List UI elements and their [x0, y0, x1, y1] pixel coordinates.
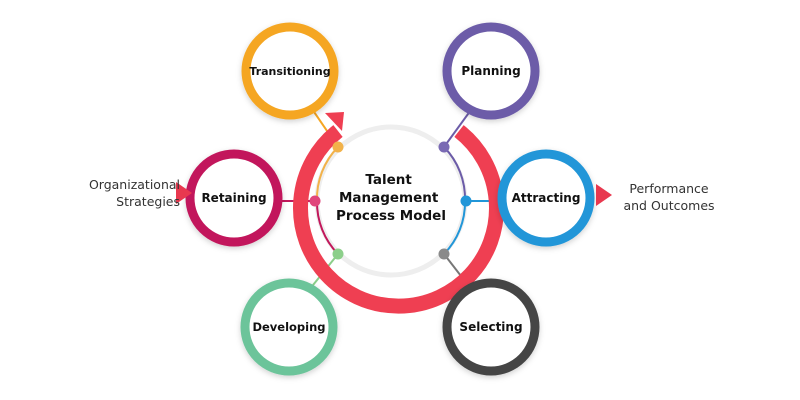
- node-label-selecting: Selecting: [459, 320, 522, 334]
- outer-red-ring: [293, 125, 504, 314]
- inner-arc-retaining: [315, 146, 339, 202]
- dot-retaining: [309, 195, 321, 207]
- node-label-developing: Developing: [252, 320, 325, 334]
- node-planning: Planning: [442, 22, 540, 120]
- left-label-line-1: Organizational: [88, 177, 180, 192]
- inner-arc-planning: [443, 146, 467, 202]
- right-label-line-2: and Outcomes: [623, 198, 715, 213]
- ring-arrowhead: [325, 112, 344, 131]
- dot-selecting: [438, 248, 450, 260]
- node-label-planning: Planning: [461, 64, 520, 78]
- node-selecting: Selecting: [442, 278, 540, 376]
- left-label-line-2: Strategies: [116, 194, 180, 209]
- center-title-line-2: Management: [339, 190, 439, 206]
- dot-planning: [438, 141, 450, 153]
- node-label-retaining: Retaining: [201, 191, 266, 205]
- dot-attracting: [460, 195, 472, 207]
- node-retaining: Retaining: [185, 149, 283, 247]
- organizational-strategies-label: Organizational Strategies: [89, 176, 180, 210]
- center-title-line-3: Process Model: [336, 208, 446, 224]
- dot-developing: [332, 248, 344, 260]
- right-output-arrow: [596, 184, 612, 206]
- node-label-transitioning: Transitioning: [249, 65, 330, 78]
- dot-transitioning: [332, 141, 344, 153]
- node-attracting: Attracting: [497, 149, 595, 247]
- center-title: Talent Management Process Model: [336, 172, 446, 224]
- right-label-line-1: Performance: [629, 181, 709, 196]
- left-input-arrow: [176, 182, 192, 204]
- node-developing: Developing: [240, 278, 338, 376]
- performance-outcomes-label: Performance and Outcomes: [614, 180, 724, 214]
- center-title-line-1: Talent: [365, 172, 412, 188]
- node-label-attracting: Attracting: [512, 191, 581, 205]
- node-transitioning: Transitioning: [241, 22, 339, 120]
